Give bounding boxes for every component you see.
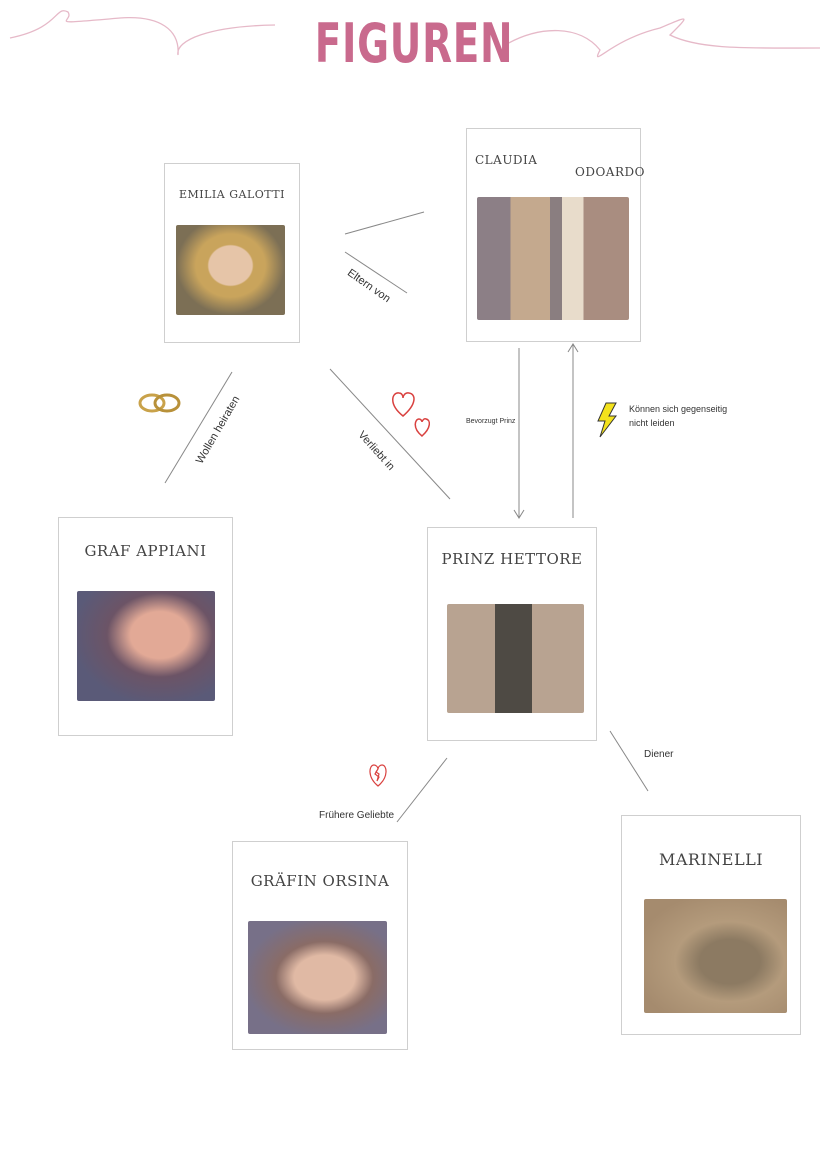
label-leiden: Können sich gegenseitig nicht leiden xyxy=(629,404,728,428)
wedding-rings-icon xyxy=(138,393,181,413)
photo-appiani xyxy=(77,591,215,701)
decorative-swirl-left xyxy=(9,10,276,56)
photo-orsina xyxy=(248,921,387,1034)
line-geliebte xyxy=(396,757,448,823)
hearts-icon xyxy=(392,392,431,437)
name-marinelli: MARINELLI xyxy=(658,850,764,869)
line-heiraten xyxy=(164,371,233,484)
photo-emilia xyxy=(176,225,285,315)
decorative-swirl-right xyxy=(504,18,821,58)
arrow-head-down xyxy=(513,509,525,519)
label-bevorzugt: Bevorzugt Prinz xyxy=(466,418,516,425)
photo-claudia-odoardo xyxy=(477,197,629,320)
line-eltern xyxy=(344,251,408,294)
name-claudia: CLAUDIA xyxy=(475,153,538,167)
name-prinz: PRINZ HETTORE xyxy=(441,550,583,568)
card-parents: CLAUDIA ODOARDO xyxy=(466,128,644,342)
line-verliebt xyxy=(329,368,451,500)
label-diener: Diener xyxy=(644,749,674,760)
label-geliebte: Frühere Geliebte xyxy=(319,810,395,821)
name-odoardo: ODOARDO xyxy=(575,165,645,179)
page-title: FIGUREN xyxy=(314,12,514,75)
card-emilia: EMILIA GALOTTI xyxy=(164,163,300,343)
card-orsina: GRÄFIN ORSINA xyxy=(232,841,408,1050)
photo-prinz xyxy=(447,604,584,713)
name-orsina: GRÄFIN ORSINA xyxy=(250,872,390,890)
arrow-head-up xyxy=(567,343,579,353)
photo-marinelli xyxy=(644,899,787,1013)
lightning-icon xyxy=(597,402,618,438)
line-emilia-parents xyxy=(344,211,425,235)
card-appiani: GRAF APPIANI xyxy=(58,517,233,736)
name-appiani: GRAF APPIANI xyxy=(84,542,207,560)
name-emilia: EMILIA GALOTTI xyxy=(178,188,285,201)
card-prinz: PRINZ HETTORE xyxy=(427,527,597,741)
line-diener xyxy=(609,730,649,792)
broken-heart-icon xyxy=(369,764,387,787)
card-marinelli: MARINELLI xyxy=(621,815,801,1035)
